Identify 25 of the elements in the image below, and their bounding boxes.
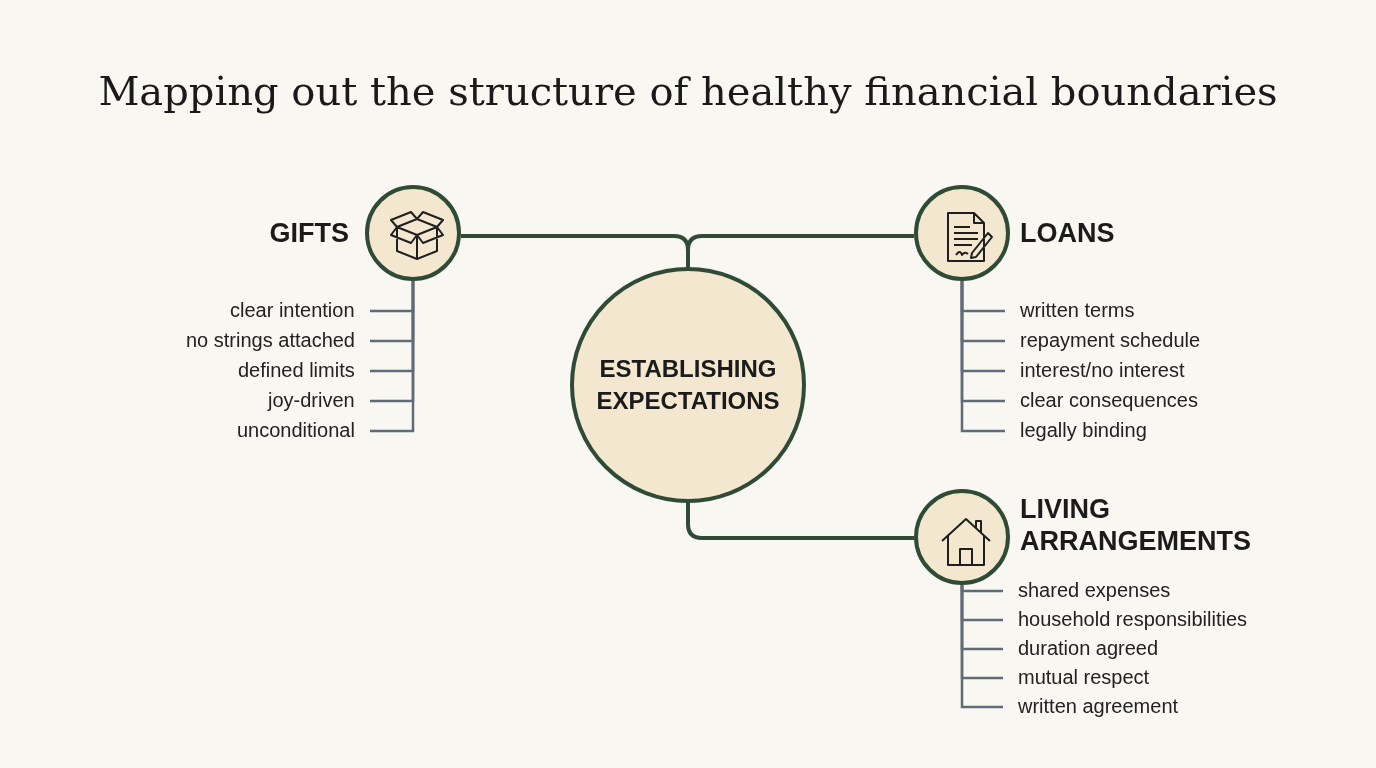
category-heading: LOANS: [1020, 217, 1116, 249]
list-item-text: repayment schedule: [1020, 328, 1201, 352]
diagram-title: Mapping out the structure of healthy financial boundaries: [97, 68, 1279, 114]
connector-line: [686, 503, 914, 540]
center-label: ESTABLISHING EXPECTATIONS: [595, 354, 781, 416]
list-item-text: defined limits: [238, 358, 355, 382]
branch-line: [960, 281, 1005, 433]
list-item-text: legally binding: [1020, 418, 1147, 442]
list-item-text: shared expenses: [1018, 578, 1171, 602]
list-item-text: mutual respect: [1018, 665, 1150, 689]
list-item-text: no strings attached: [186, 328, 355, 352]
list-item-text: household responsibilities: [1018, 607, 1248, 631]
list-item-text: interest/no interest: [1020, 358, 1185, 382]
category-heading: GIFTS: [269, 217, 349, 249]
list-item-text: clear intention: [230, 298, 355, 322]
branch-line: [960, 585, 1003, 709]
list-item-text: duration agreed: [1018, 636, 1159, 660]
list-item-text: written terms: [1020, 298, 1135, 322]
list-item-text: clear consequences: [1020, 388, 1198, 412]
connector-line: [686, 234, 914, 267]
category-heading: LIVING ARRANGEMENTS: [1020, 493, 1252, 557]
list-item-text: unconditional: [237, 418, 355, 442]
branch-line: [370, 281, 415, 433]
list-item-text: written agreement: [1018, 694, 1179, 718]
list-item-text: joy-driven: [268, 388, 355, 412]
